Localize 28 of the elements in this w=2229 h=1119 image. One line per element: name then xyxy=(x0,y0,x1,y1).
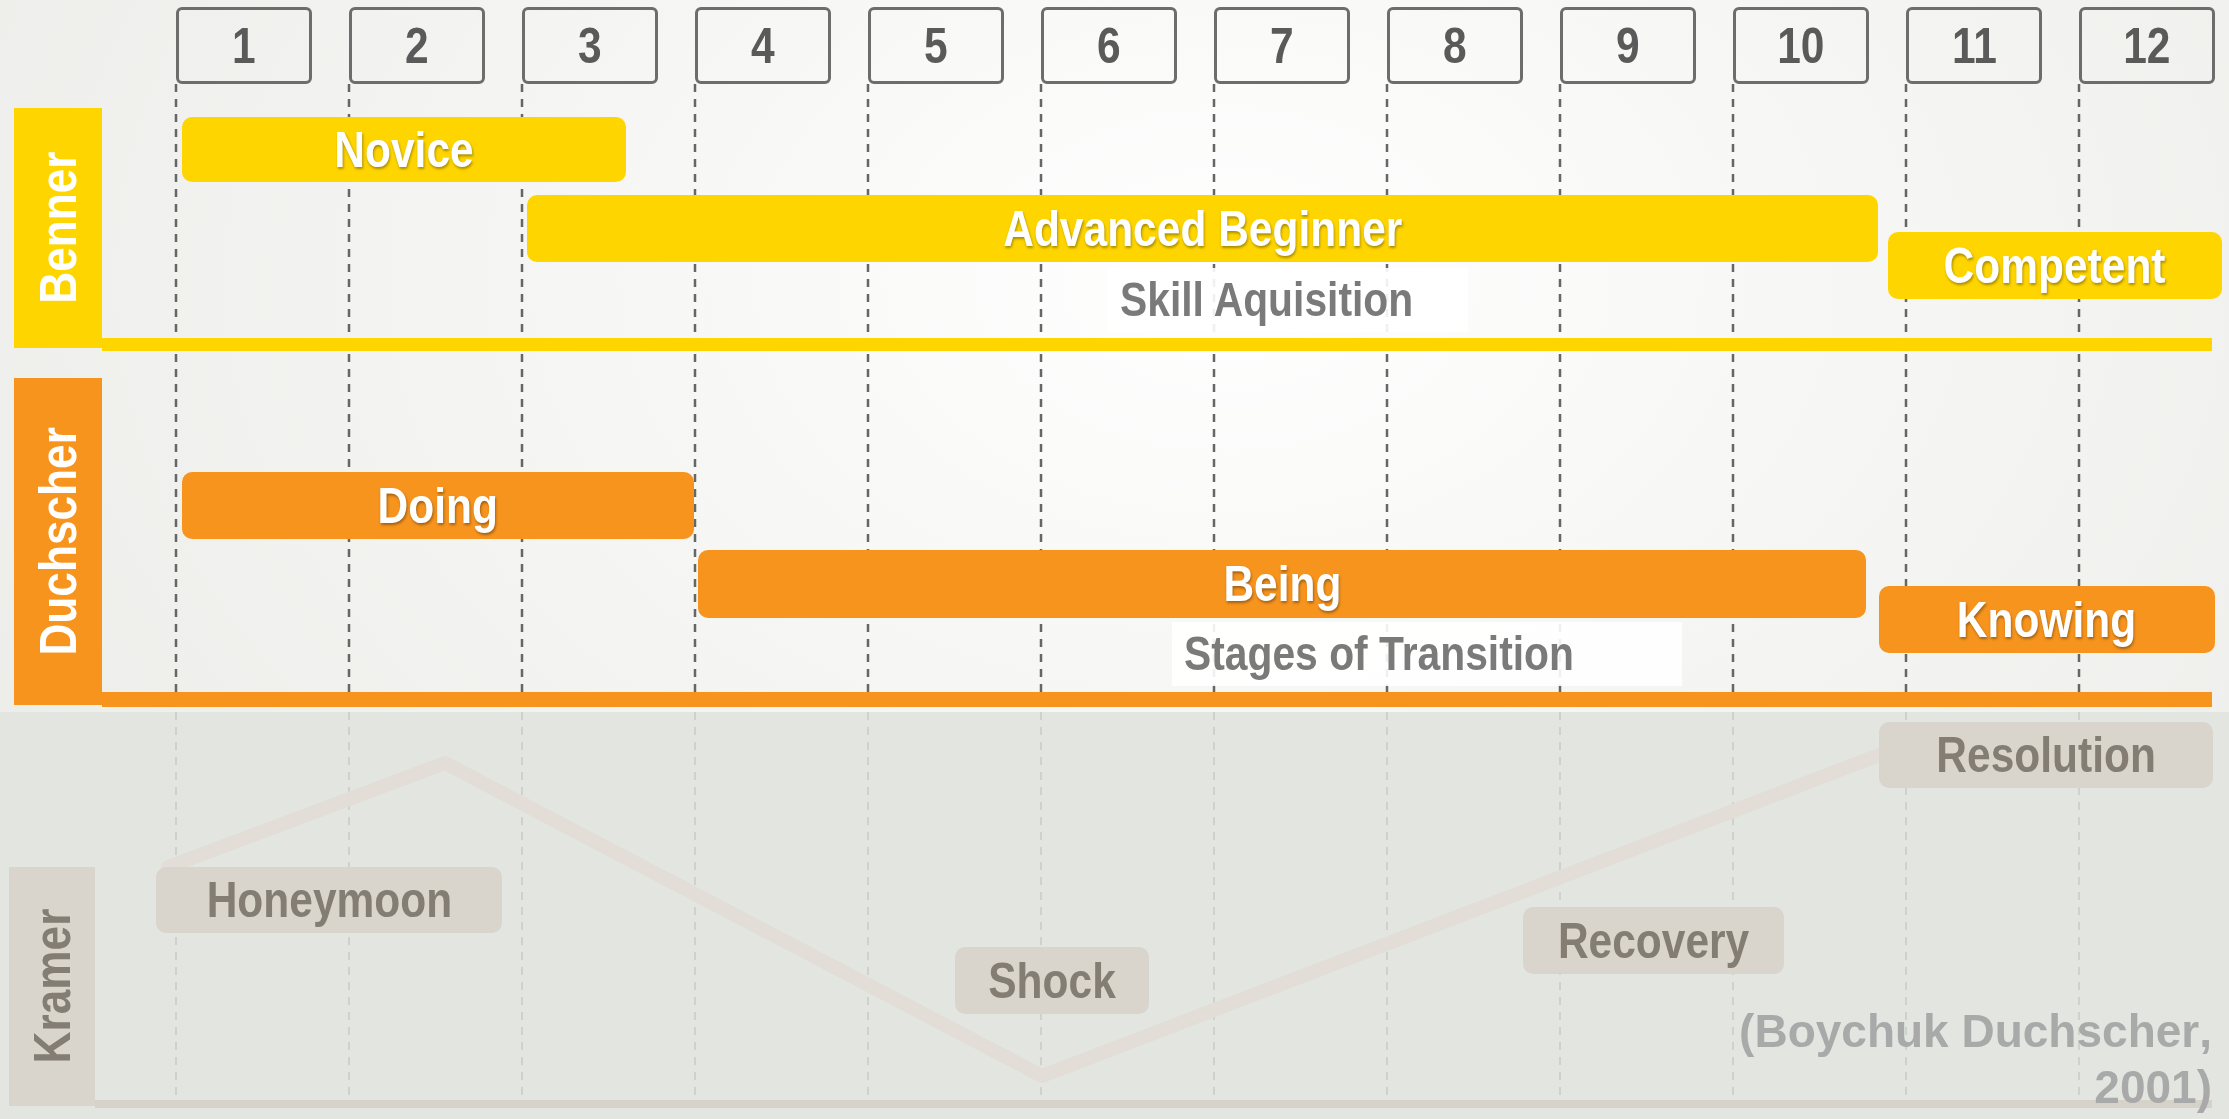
source-citation: (Boychuk Duchscher, 2001) xyxy=(1738,1004,2212,1115)
stage-bar: Being xyxy=(698,550,1866,618)
section-title: Skill Aquisition xyxy=(1120,272,1414,327)
column-number-box: 4 xyxy=(695,7,831,84)
column-number-box: 9 xyxy=(1560,7,1696,84)
row-title-bar: Duchscher xyxy=(14,378,102,705)
column-number-box: 5 xyxy=(868,7,1004,84)
column-number-box: 2 xyxy=(349,7,485,84)
column-number-box: 3 xyxy=(522,7,658,84)
stage-bar: Novice xyxy=(182,117,626,182)
stage-bar: Advanced Beginner xyxy=(527,195,1878,262)
column-number-box: 12 xyxy=(2079,7,2215,84)
column-number-box: 8 xyxy=(1387,7,1523,84)
column-number-box: 1 xyxy=(176,7,312,84)
stage-bar: Competent xyxy=(1888,232,2222,299)
row-title-bar: Benner xyxy=(14,108,102,348)
column-number-box: 7 xyxy=(1214,7,1350,84)
stage-bar: Honeymoon xyxy=(156,867,502,933)
section-title: Stages of Transition xyxy=(1184,626,1574,681)
stage-bar: Recovery xyxy=(1523,907,1784,974)
stage-bar: Resolution xyxy=(1879,722,2213,788)
stage-bar: Doing xyxy=(182,472,694,539)
column-number-box: 10 xyxy=(1733,7,1869,84)
row-title-bar: Kramer xyxy=(9,867,95,1106)
stage-bar: Shock xyxy=(955,947,1149,1014)
column-number-box: 6 xyxy=(1041,7,1177,84)
column-number-box: 11 xyxy=(1906,7,2042,84)
stage-bar: Knowing xyxy=(1879,586,2215,653)
